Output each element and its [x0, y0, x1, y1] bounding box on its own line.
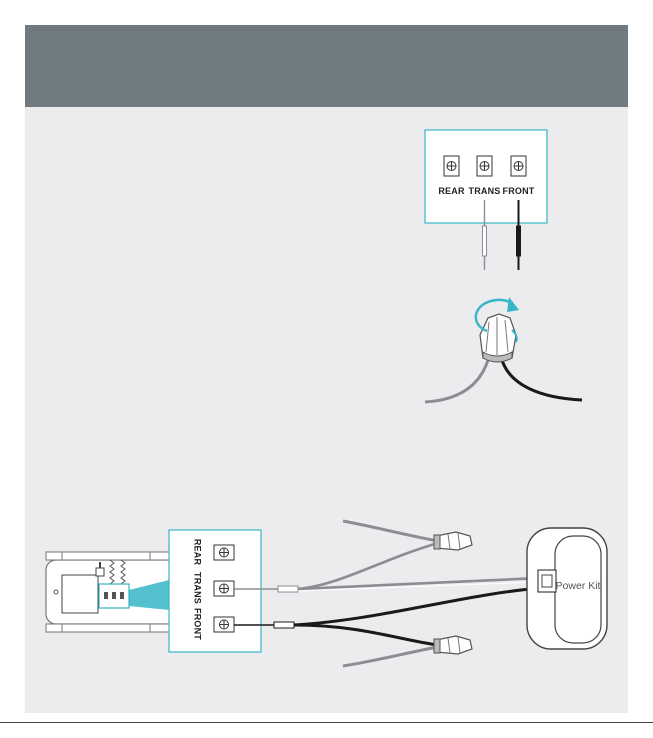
wire-nut-lower-icon	[434, 636, 472, 654]
label-trans: TRANS	[469, 186, 501, 196]
terminal-block-top: REAR TRANS FRONT	[425, 130, 547, 223]
power-kit: Power Kit	[527, 528, 607, 649]
label-front-bottom: FRONT	[193, 608, 203, 640]
screw-terminal-rear-icon	[444, 156, 459, 176]
terminal-block-bottom: REAR TRANS FRONT	[169, 530, 261, 652]
wire-nut-upper-icon	[434, 532, 472, 550]
power-kit-label: Power Kit	[556, 580, 601, 592]
label-trans-bottom: TRANS	[193, 572, 203, 604]
screw-terminal-trans-icon	[477, 156, 492, 176]
label-front: FRONT	[503, 186, 535, 196]
wires-bottom	[234, 521, 540, 666]
screw-terminal-rear-bottom-icon	[214, 545, 234, 560]
wire-nut-twist	[425, 297, 582, 402]
screw-terminal-front-bottom-icon	[214, 617, 234, 632]
screw-terminal-trans-bottom-icon	[214, 581, 234, 596]
label-rear-bottom: REAR	[193, 539, 203, 566]
bottom-rule	[0, 722, 653, 723]
label-rear: REAR	[438, 186, 465, 196]
screw-terminal-front-icon	[511, 156, 526, 176]
